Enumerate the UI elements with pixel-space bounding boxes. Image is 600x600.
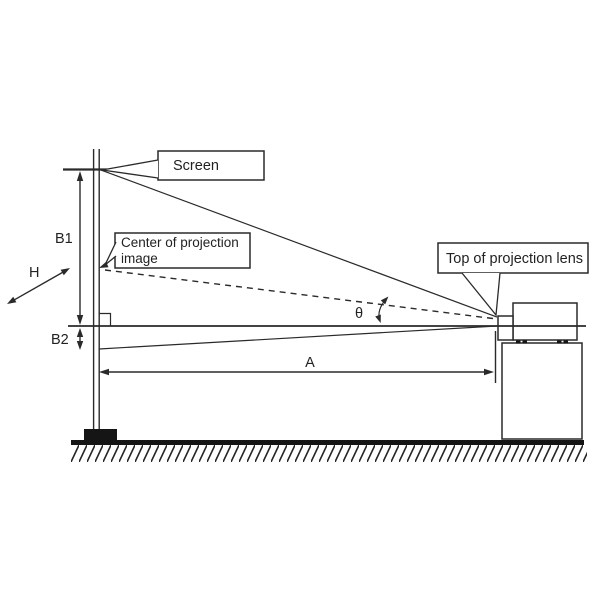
theta-angle: θ [355,296,389,323]
top-of-lens-callout: Top of projection lens [437,242,589,317]
center-callout-line1: Center of projection [121,235,239,250]
top-lens-callout-label: Top of projection lens [446,251,583,267]
h-label: H [29,265,39,281]
ground-line [71,440,584,445]
projector-body [512,302,578,341]
center-of-projection-callout: Center of projection image [99,232,251,269]
screen-pole [92,149,100,432]
center-callout-line2: image [121,251,158,266]
projector-lens [497,315,514,341]
projection-center-line [104,269,498,320]
screen-callout-label: Screen [173,158,219,174]
a-label: A [305,355,315,371]
theta-label: θ [355,306,363,322]
projection-top-line [100,169,498,318]
ground-hatching [71,445,587,462]
b1-dimension: B1 [55,171,84,325]
projection-bottom-line [98,325,498,350]
screen-callout: Screen [101,150,265,181]
projector-stand [501,342,583,440]
h-dimension: H [7,265,70,304]
b2-dimension: B2 [51,328,84,350]
pole-base [84,429,117,441]
b2-label: B2 [51,332,69,348]
right-angle-marker [99,312,112,326]
projector-feet [516,340,568,344]
b1-label: B1 [55,231,73,247]
a-dimension: A [99,331,497,383]
